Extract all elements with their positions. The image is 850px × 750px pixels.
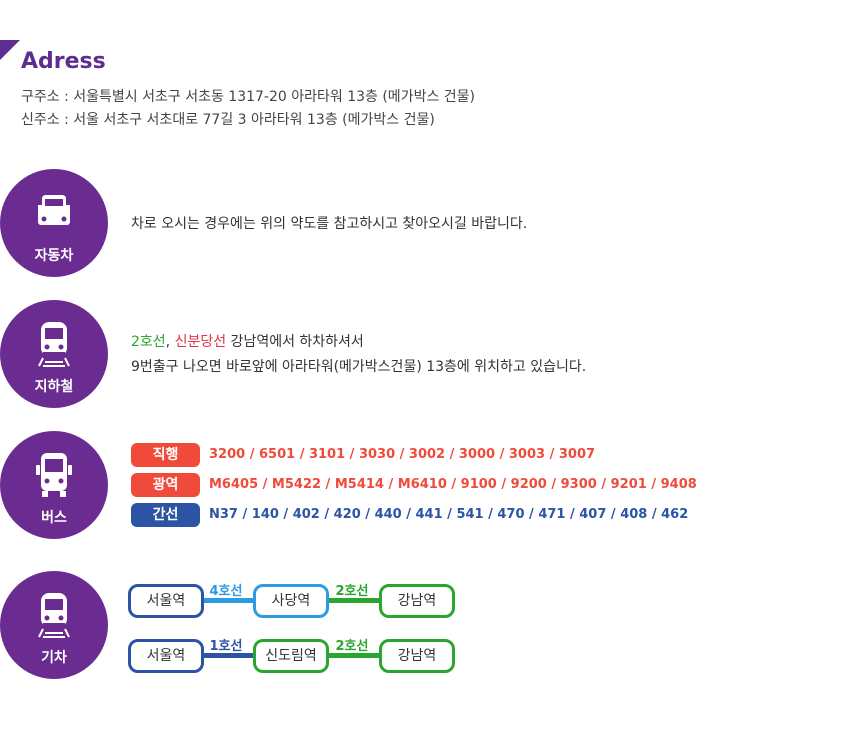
train-label: 기차 xyxy=(41,650,67,666)
subway-section-badge: 지하철 xyxy=(0,300,108,408)
subway-icon xyxy=(38,322,70,367)
separator: , xyxy=(165,334,175,350)
route1-line-a-label: 4호선 xyxy=(209,584,243,599)
route1-line-b xyxy=(326,598,382,603)
route1-station-3: 강남역 xyxy=(379,584,455,618)
route2-line-b-label: 2호선 xyxy=(335,639,369,654)
bus-type-trunk: 간선 xyxy=(131,503,200,527)
car-section-badge: 자동차 xyxy=(0,169,108,277)
old-address: 구주소 : 서울특별시 서초구 서초동 1317-20 아라타워 13층 (메가… xyxy=(21,89,476,105)
route1-line-b-label: 2호선 xyxy=(335,584,369,599)
subway-directions-line2: 9번출구 나오면 바로앞에 아라타워(메가박스건물) 13층에 위치하고 있습니… xyxy=(131,359,587,375)
subway-directions-rest: 강남역에서 하차하셔서 xyxy=(226,334,364,350)
route2-line-a xyxy=(202,653,256,658)
bus-label: 버스 xyxy=(41,510,67,526)
car-directions: 차로 오시는 경우에는 위의 약도를 참고하시고 찾아오시길 바랍니다. xyxy=(131,216,528,232)
line2-name: 2호선 xyxy=(131,334,166,350)
route2-line-a-label: 1호선 xyxy=(209,639,243,654)
bus-type-express: 직행 xyxy=(131,443,200,467)
new-address: 신주소 : 서울 서초구 서초대로 77길 3 아라타워 13층 (메가박스 건… xyxy=(21,112,435,128)
route1-station-1: 서울역 xyxy=(128,584,204,618)
route2-line-b xyxy=(326,653,382,658)
corner-marker xyxy=(0,40,20,60)
sinbundang-name: 신분당선 xyxy=(174,334,227,350)
subway-label: 지하철 xyxy=(34,379,74,395)
page-title: Adress xyxy=(21,49,106,74)
car-label: 자동차 xyxy=(34,248,74,264)
bus-numbers-metro: M6405 / M5422 / M5414 / M6410 / 9100 / 9… xyxy=(209,477,697,492)
route1-line-a xyxy=(202,598,256,603)
bus-section-badge: 버스 xyxy=(0,431,108,539)
bus-numbers-trunk: N37 / 140 / 402 / 420 / 440 / 441 / 541 … xyxy=(209,507,689,522)
route2-station-2: 신도림역 xyxy=(253,639,329,673)
route2-station-1: 서울역 xyxy=(128,639,204,673)
route1-station-2: 사당역 xyxy=(253,584,329,618)
bus-type-metro: 광역 xyxy=(131,473,200,497)
train-section-badge: 기차 xyxy=(0,571,108,679)
car-icon xyxy=(38,195,70,225)
route2-station-3: 강남역 xyxy=(379,639,455,673)
subway-directions-line1: 2호선, 신분당선 강남역에서 하차하셔서 xyxy=(131,331,364,351)
train-icon xyxy=(38,593,70,638)
bus-numbers-express: 3200 / 6501 / 3101 / 3030 / 3002 / 3000 … xyxy=(209,447,596,462)
bus-icon xyxy=(36,453,72,497)
